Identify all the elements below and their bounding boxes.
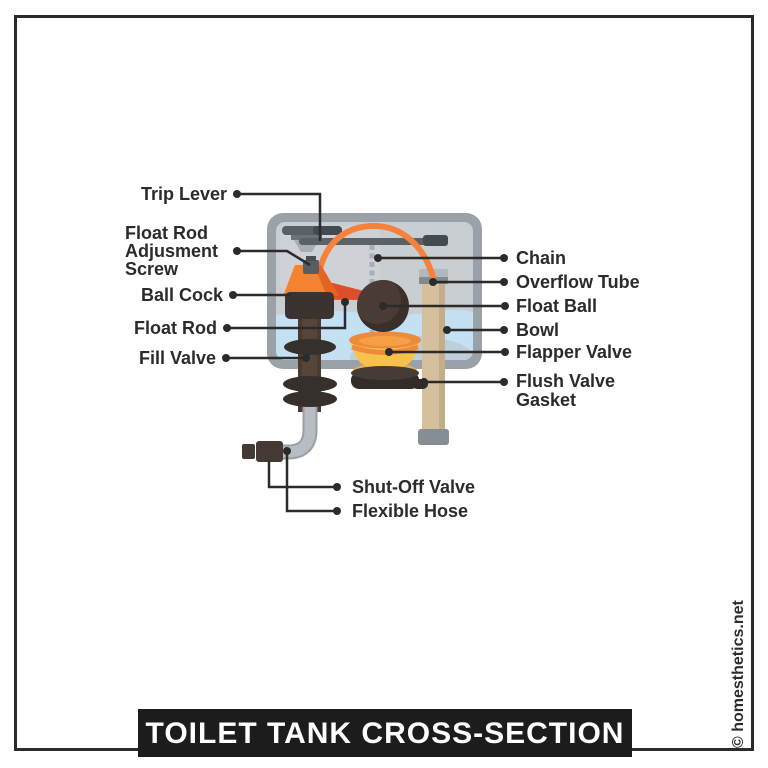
label-flexible-hose: Flexible Hose: [352, 501, 468, 521]
labels-bottom: Shut-Off Valve Flexible Hose: [352, 477, 475, 521]
label-bowl: Bowl: [516, 320, 559, 340]
ball-cock-graphic: [283, 256, 364, 319]
label-float-rod-adjustment-screw-line3: Screw: [125, 259, 179, 279]
fill-valve-column-edge2: [317, 318, 321, 412]
trip-lever-handle-dark: [313, 226, 342, 235]
leader-flexible-hose: [285, 451, 337, 513]
ball-cock-body-shade: [314, 265, 339, 296]
label-ball-cock: Ball Cock: [141, 285, 224, 305]
label-float-rod-adjustment-screw-line2: Adjusment: [125, 241, 218, 261]
label-chain: Chain: [516, 248, 566, 268]
leader-float-rod: [227, 303, 347, 330]
ball-cock-base: [285, 292, 334, 319]
title-bar: TOILET TANK CROSS-SECTION: [138, 709, 632, 757]
trip-lever-funnel-top: [291, 235, 322, 240]
fill-valve-disc: [283, 376, 337, 392]
label-float-rod-adjustment-screw-line1: Float Rod: [125, 223, 208, 243]
label-flapper-valve: Flapper Valve: [516, 342, 632, 362]
fill-valve-disc: [284, 339, 336, 355]
flush-valve-gasket-graphic: [351, 366, 428, 389]
lever-arm-end: [423, 235, 448, 246]
flapper-band: [351, 344, 419, 355]
fill-valve-column-edge: [298, 318, 302, 412]
fill-valve-disc: [283, 391, 337, 407]
leader-adjustment-screw: [237, 249, 311, 267]
label-float-ball: Float Ball: [516, 296, 597, 316]
leader-lines: [222, 190, 509, 515]
flapper-rim-inner: [359, 336, 411, 346]
label-shut-off-valve: Shut-Off Valve: [352, 477, 475, 497]
leader-trip-lever: [237, 192, 322, 241]
refill-tube-arc: [316, 222, 436, 280]
title-bar-background: [138, 709, 632, 757]
label-float-rod: Float Rod: [134, 318, 217, 338]
label-flush-valve-gasket-line2: Gasket: [516, 390, 576, 410]
label-overflow-tube: Overflow Tube: [516, 272, 640, 292]
overflow-tube-shade: [439, 277, 445, 433]
overflow-tube-graphic: [418, 269, 449, 445]
fill-valve-discs: [283, 339, 337, 407]
labels-right: Chain Overflow Tube Float Ball Bowl Flap…: [516, 248, 640, 410]
leader-shut-off-valve: [267, 461, 337, 489]
labels-left: Trip Lever Float Rod Adjusment Screw Bal…: [125, 184, 227, 368]
page-title: TOILET TANK CROSS-SECTION: [146, 717, 625, 750]
label-flush-valve-gasket-line1: Flush Valve: [516, 371, 615, 391]
watermark-text: © homesthetics.net: [730, 600, 747, 748]
float-ball-highlight: [357, 280, 401, 324]
label-trip-lever: Trip Lever: [141, 184, 227, 204]
supply-pipe-graphic: [280, 406, 318, 460]
shut-off-valve-knob: [242, 444, 255, 459]
overflow-tube-cap-bottom: [418, 429, 449, 445]
adjustment-screw-top: [306, 256, 316, 261]
label-fill-valve: Fill Valve: [139, 348, 216, 368]
shut-off-valve-body: [256, 441, 283, 462]
gasket-top: [351, 366, 419, 380]
shut-off-valve-graphic: [242, 441, 283, 462]
